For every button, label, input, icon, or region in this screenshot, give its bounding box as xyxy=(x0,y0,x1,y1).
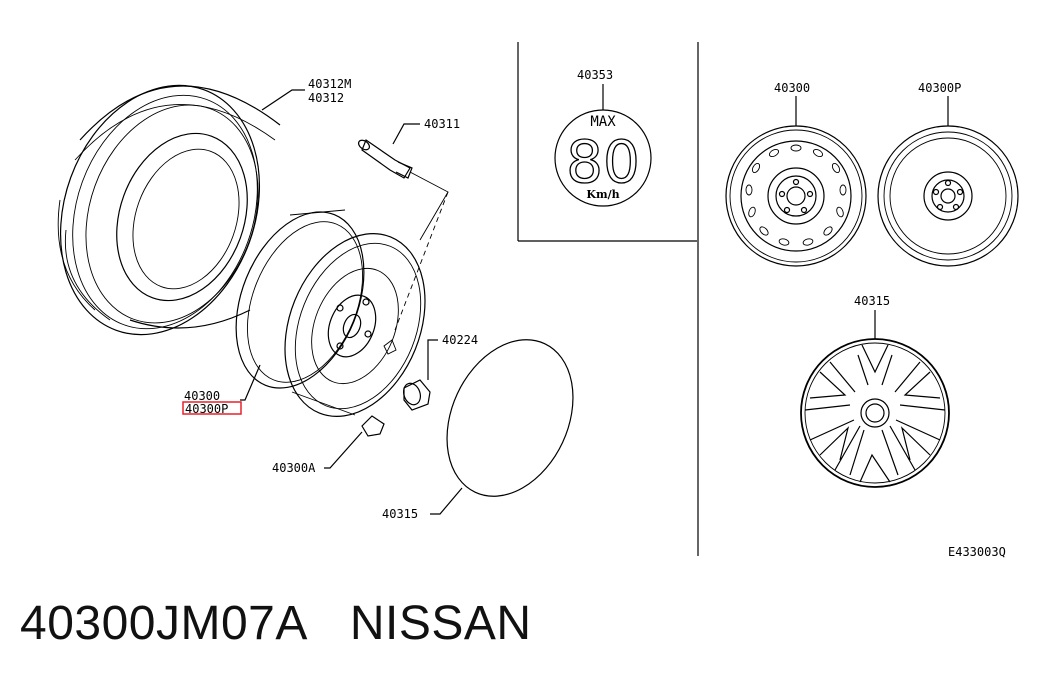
tire-drawing xyxy=(57,84,281,336)
label-40224: 40224 xyxy=(442,333,478,347)
label-40300-right: 40300 xyxy=(774,81,810,95)
spare-wheel-front-view xyxy=(877,96,1019,267)
diagram-reference-code: E433003Q xyxy=(948,545,1006,559)
leader-lines xyxy=(240,89,305,401)
steel-wheel-front-view xyxy=(725,96,867,267)
label-40353: 40353 xyxy=(577,68,613,82)
speed-sticker-drawing xyxy=(554,84,652,207)
sticker-unit-text: Km/h xyxy=(586,188,619,201)
label-40300p-highlighted: 40300P xyxy=(185,402,228,416)
label-40315-left: 40315 xyxy=(382,507,418,521)
label-40300a: 40300A xyxy=(272,461,316,475)
balance-weight-drawing xyxy=(324,415,385,469)
highlight-box xyxy=(182,401,242,415)
wheel-nut-drawing xyxy=(402,339,438,411)
valve-stem-drawing xyxy=(357,123,449,331)
panel-dividers xyxy=(517,42,699,556)
brand-name: NISSAN xyxy=(349,597,532,650)
label-40300p-right: 40300P xyxy=(918,81,961,95)
part-caption: 40300JM07A NISSAN xyxy=(20,596,532,651)
steel-wheel-drawing xyxy=(235,209,426,417)
part-number: 40300JM07A xyxy=(20,597,308,650)
parts-diagram: 40312M 40312 40311 40224 40300 40300P 40… xyxy=(57,42,1019,559)
label-40300: 40300 xyxy=(184,389,220,403)
hub-cap-disc-drawing xyxy=(430,339,574,515)
sticker-speed-number: 80 xyxy=(566,128,640,196)
label-40311: 40311 xyxy=(424,117,460,131)
label-40312: 40312 xyxy=(308,91,344,105)
label-40312m: 40312M xyxy=(308,77,351,91)
label-40315-right: 40315 xyxy=(854,294,890,308)
sticker-max-text: MAX xyxy=(590,114,616,130)
wheel-cover-front-view xyxy=(800,310,950,488)
